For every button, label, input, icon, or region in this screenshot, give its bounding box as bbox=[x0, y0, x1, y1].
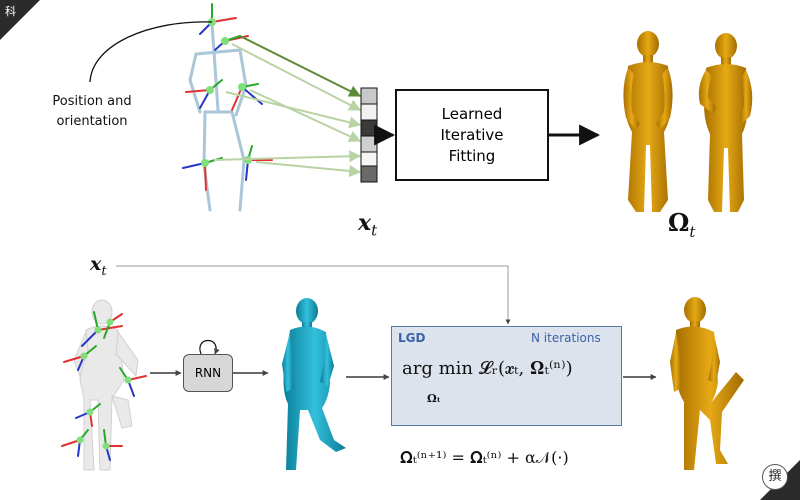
position-label-line-2: orientation bbox=[56, 114, 128, 129]
fitting-box-line-3: Fitting bbox=[448, 146, 496, 165]
corner-glyph-top-left: 科 bbox=[5, 5, 16, 18]
joint-feed-arrows bbox=[213, 35, 362, 177]
rnn-recurrent-loop bbox=[199, 340, 220, 355]
label-pointer-curve bbox=[89, 21, 213, 83]
output-mesh-symbol: Ωt bbox=[668, 208, 696, 241]
body-mesh-initial-estimate bbox=[282, 298, 346, 470]
arrow-xt-to-lgd bbox=[116, 265, 511, 325]
corner-stamp: 撰 bbox=[762, 464, 788, 490]
lgd-title: LGD bbox=[398, 331, 426, 345]
fitting-box-line-1: Learned bbox=[441, 104, 503, 123]
corner-decoration-top-left bbox=[0, 0, 40, 40]
objective-subscript: 𝛀ₜ bbox=[427, 392, 441, 405]
body-mesh-back-view bbox=[623, 31, 673, 212]
body-mesh-front-view bbox=[698, 33, 753, 212]
input-joint-axes bbox=[61, 311, 147, 461]
body-mesh-output bbox=[670, 297, 744, 470]
rnn-label: RNN bbox=[194, 366, 222, 380]
skeleton-figure bbox=[188, 22, 248, 212]
input-vector-symbol-bottom: xt bbox=[90, 253, 107, 279]
position-orientation-label: Position and orientation bbox=[40, 92, 144, 132]
iterations-label: N iterations bbox=[531, 331, 601, 345]
objective-formula: arg min 𝓛ᵣ(𝒙ₜ, 𝛀ₜ⁽ⁿ⁾) bbox=[402, 358, 573, 379]
lgd-box bbox=[391, 326, 622, 426]
fitting-box-line-2: Iterative bbox=[440, 125, 504, 144]
rnn-box: RNN bbox=[183, 354, 233, 392]
learned-iterative-fitting-box: Learned Iterative Fitting bbox=[395, 89, 549, 181]
input-vector-symbol: xt bbox=[358, 210, 378, 240]
position-label-line-1: Position and bbox=[52, 94, 132, 109]
joint-axes-group bbox=[182, 3, 273, 191]
feature-vector bbox=[360, 87, 378, 183]
update-rule-formula: 𝛀ₜ⁽ⁿ⁺¹⁾ = 𝛀ₜ⁽ⁿ⁾ + α𝒩(·) bbox=[400, 448, 569, 467]
